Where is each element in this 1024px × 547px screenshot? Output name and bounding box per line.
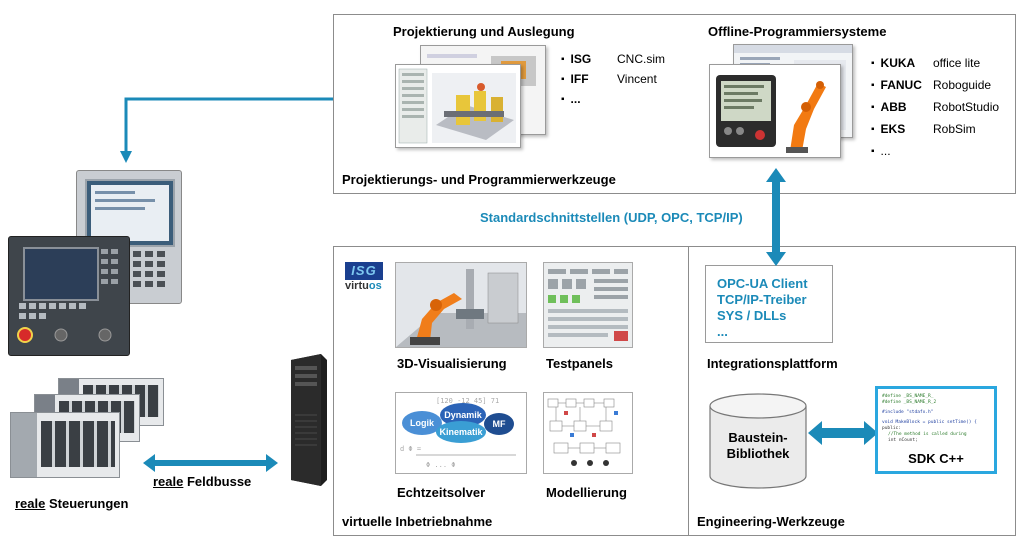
3d-visualization-label: 3D-Visualisierung xyxy=(397,356,507,371)
tool-name: RobSim xyxy=(933,122,976,136)
list-item: KUKA office lite xyxy=(871,56,1016,78)
isg-logo-mark: ISG xyxy=(345,262,383,280)
integration-item-sys-dll: SYS / DLLs xyxy=(717,308,787,323)
svg-text:#define _BS_NAME_R_2: #define _BS_NAME_R_2 xyxy=(882,399,936,405)
list-item: ISG CNC.sim xyxy=(561,52,691,72)
block-library-label: Baustein- Bibliothek xyxy=(708,430,808,462)
fieldbus-double-arrow xyxy=(143,454,278,472)
svg-text:[120 -12 45] 71: [120 -12 45] 71 xyxy=(436,397,499,405)
controls-word: Steuerungen xyxy=(45,496,129,511)
list-item: IFF Vincent xyxy=(561,72,691,92)
svg-text:#include "stdafx.h": #include "stdafx.h" xyxy=(882,409,933,415)
vendor-name: EKS xyxy=(871,122,906,136)
integration-item-more: ... xyxy=(717,324,728,339)
vendor-name: ISG xyxy=(561,52,592,66)
testpanels-image xyxy=(543,262,633,348)
tools-to-controller-arrow xyxy=(120,97,333,163)
integration-platform-label: Integrationsplattform xyxy=(707,356,838,371)
vendor-name: IFF xyxy=(561,72,589,86)
library-line-2: Bibliothek xyxy=(726,446,790,461)
standard-interfaces-label: Standardschnittstellen (UDP, OPC, TCP/IP… xyxy=(480,210,743,225)
real-fieldbus-label: reale Feldbusse xyxy=(153,474,251,489)
solver-bubble-mf: MF xyxy=(484,413,514,435)
integration-item-tcpip: TCP/IP-Treiber xyxy=(717,292,807,307)
block-library-cylinder xyxy=(709,393,807,489)
tool-name: CNC.sim xyxy=(617,52,665,66)
tool-name: Vincent xyxy=(617,72,657,86)
io-module-rack-3 xyxy=(10,412,120,478)
integration-platform-box xyxy=(705,265,833,343)
cnc-operator-panel xyxy=(8,236,130,356)
vendor-name: ... xyxy=(871,144,891,158)
vendor-name: FANUC xyxy=(871,78,922,92)
robot-screenshot-front xyxy=(709,64,841,158)
integration-lines: OPC-UA Client TCP/IP-Treiber SYS / DLLs … xyxy=(717,276,808,340)
list-item: FANUC Roboguide xyxy=(871,78,1016,100)
offline-programming-title: Offline-Programmiersysteme xyxy=(708,24,887,39)
planning-screenshot-front xyxy=(395,64,521,148)
svg-text:Φ ... Φ: Φ ... Φ xyxy=(426,461,456,469)
integration-item-opcua: OPC-UA Client xyxy=(717,276,808,291)
box-divider xyxy=(688,246,689,536)
vendor-name: ABB xyxy=(871,100,907,114)
tool-name: office lite xyxy=(933,56,981,70)
interfaces-double-arrow xyxy=(766,168,786,266)
library-line-1: Baustein- xyxy=(728,430,788,445)
solver-bubble-kinematik: Kinematik xyxy=(436,421,486,443)
svg-text:int nCount;: int nCount; xyxy=(888,437,918,443)
engineering-tools-footer: Engineering-Werkzeuge xyxy=(697,514,845,529)
virtuos-wordmark: virtuos xyxy=(345,280,382,292)
real-controls-label: reale Steuerungen xyxy=(15,496,128,511)
pc-tower xyxy=(285,354,329,486)
list-item: ... xyxy=(561,92,691,112)
virtual-commissioning-footer: virtuelle Inbetriebnahme xyxy=(342,514,493,529)
planning-title: Projektierung und Auslegung xyxy=(393,24,575,39)
list-item: ABB RobotStudio xyxy=(871,100,1016,122)
vendor-name: KUKA xyxy=(871,56,916,70)
echtzeitsolver-label: Echtzeitsolver xyxy=(397,485,486,500)
modellierung-image xyxy=(543,392,633,474)
tools-box-footer: Projektierungs- und Programmierwerkzeuge xyxy=(342,172,616,187)
fieldbus-word: Feldbusse xyxy=(183,474,252,489)
offline-tool-list: KUKA office lite FANUC Roboguide ABB Rob… xyxy=(871,56,1016,166)
testpanels-label: Testpanels xyxy=(546,356,613,371)
list-item: EKS RobSim xyxy=(871,122,1016,144)
sdk-cpp-box: #define _BS_NAME_R_ #define _BS_NAME_R_2… xyxy=(875,386,997,474)
sdk-cpp-label: SDK C++ xyxy=(908,451,964,466)
planning-tool-list: ISG CNC.sim IFF Vincent ... xyxy=(561,52,691,112)
solver-bubble-logik: Logik xyxy=(402,411,442,435)
real-word: reale xyxy=(153,474,184,489)
library-sdk-double-arrow xyxy=(808,421,878,445)
isg-virtuos-logo: ISG virtuos xyxy=(345,262,383,292)
tool-name: Roboguide xyxy=(933,78,992,92)
vendor-name: ... xyxy=(561,92,581,106)
echtzeitsolver-image: [120 -12 45] 71 d Φ = Φ ... Φ Logik Dyna… xyxy=(395,392,527,474)
svg-text:d Φ =: d Φ = xyxy=(400,445,421,453)
modellierung-label: Modellierung xyxy=(546,485,627,500)
svg-text:void MakeBlock = public setTim: void MakeBlock = public setTime() { xyxy=(882,419,977,425)
3d-visualization-image xyxy=(395,262,527,348)
list-item: ... xyxy=(871,144,1016,166)
svg-text:public:: public: xyxy=(882,425,901,431)
svg-text:#define _BS_NAME_R_: #define _BS_NAME_R_ xyxy=(882,393,934,399)
real-word: reale xyxy=(15,496,46,511)
svg-text://The method is called during: //The method is called during xyxy=(888,431,967,437)
tool-name: RobotStudio xyxy=(933,100,1000,114)
